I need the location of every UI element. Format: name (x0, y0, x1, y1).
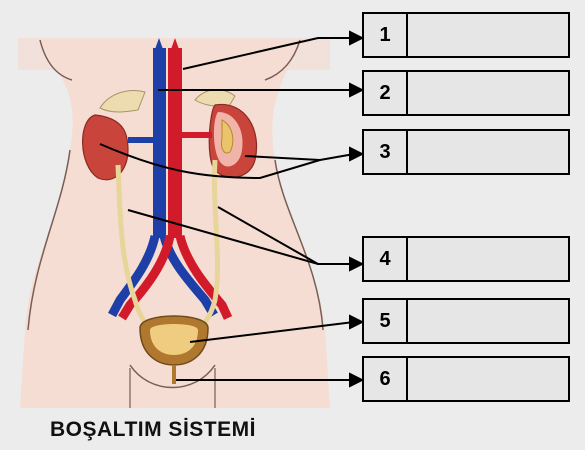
label-box-3: 3 (362, 129, 570, 175)
label-box-5: 5 (362, 298, 570, 344)
label-box-2: 2 (362, 70, 570, 116)
label-number: 1 (364, 14, 408, 56)
label-number: 6 (364, 358, 408, 400)
label-number: 5 (364, 300, 408, 342)
answer-field (408, 300, 568, 342)
answer-field (408, 131, 568, 173)
label-number: 3 (364, 131, 408, 173)
label-number: 2 (364, 72, 408, 114)
label-box-4: 4 (362, 236, 570, 282)
answer-field (408, 358, 568, 400)
label-box-6: 6 (362, 356, 570, 402)
label-number: 4 (364, 238, 408, 280)
answer-field (408, 72, 568, 114)
answer-field (408, 238, 568, 280)
label-box-1: 1 (362, 12, 570, 58)
diagram-caption: BOŞALTIM SİSTEMİ (50, 418, 256, 442)
answer-field (408, 14, 568, 56)
